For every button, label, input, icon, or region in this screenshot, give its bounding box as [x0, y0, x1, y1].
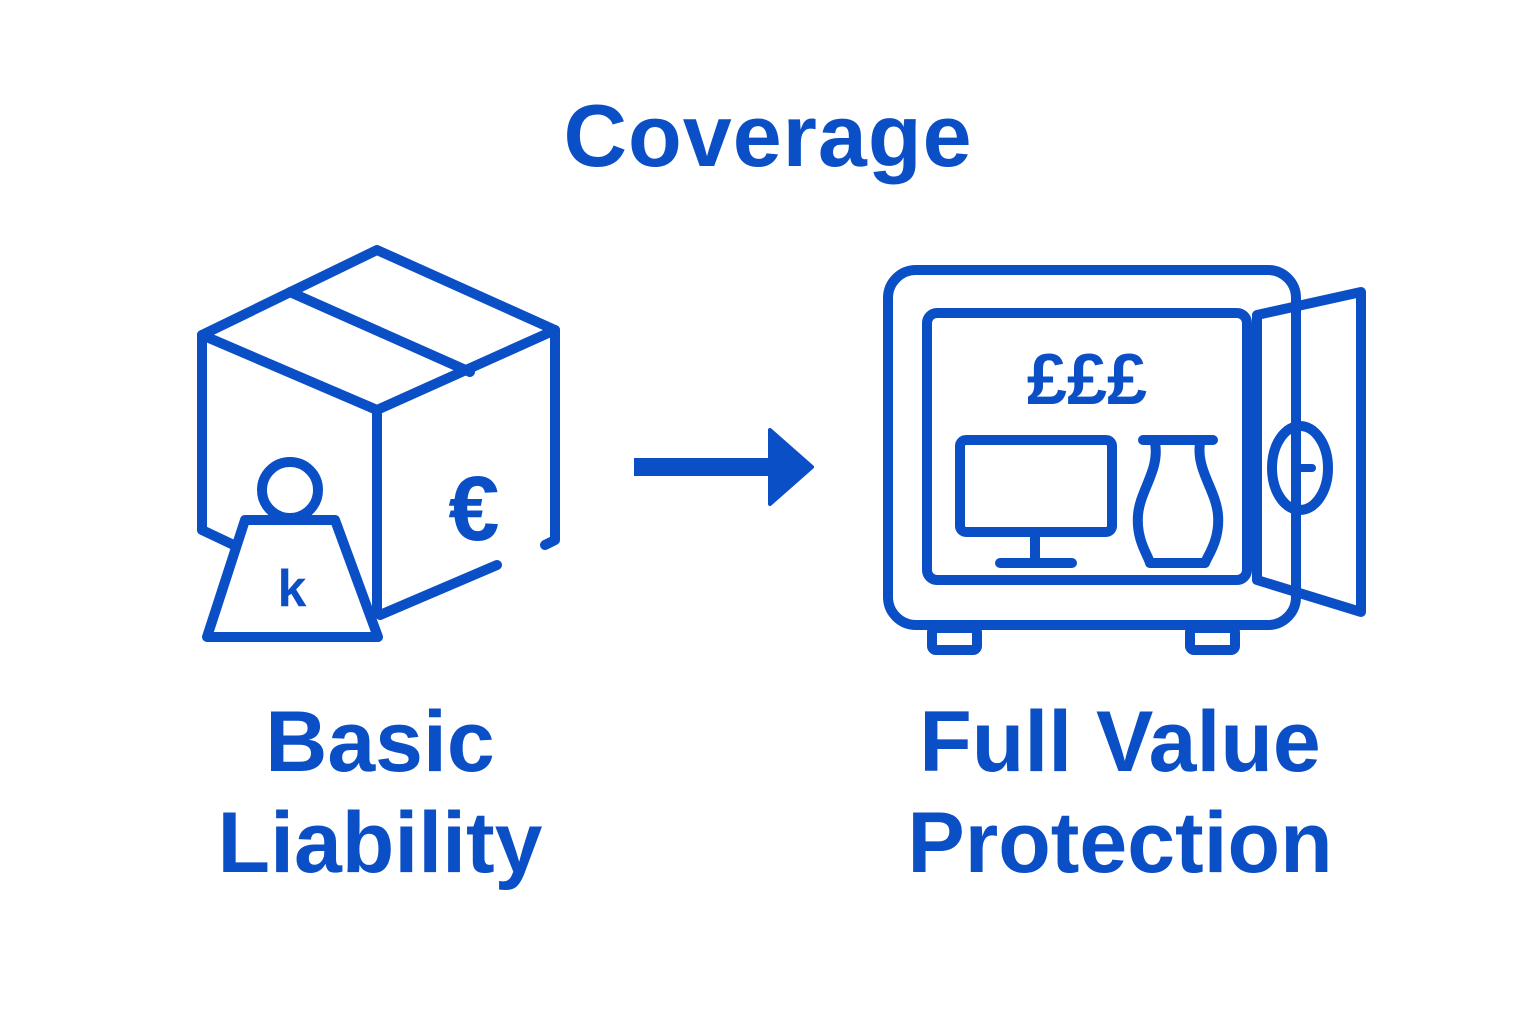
full-value-protection-line1: Full Value: [919, 694, 1321, 790]
pound-signs-icon: £££: [1027, 340, 1147, 420]
arrow-right-icon: [634, 428, 814, 506]
full-value-protection-label: Full Value Protection: [860, 692, 1380, 895]
basic-liability-line1: Basic: [265, 694, 495, 790]
basic-liability-line2: Liability: [217, 795, 543, 892]
weight-mark: k: [278, 560, 307, 618]
box-icon: [197, 245, 560, 620]
full-value-protection-line2: Protection: [907, 795, 1333, 892]
basic-liability-label: Basic Liability: [180, 692, 580, 895]
vase-icon: [1132, 435, 1224, 568]
monitor-icon: [955, 435, 1117, 568]
weight-icon: [202, 457, 383, 642]
safe-icon: [883, 265, 1366, 655]
diagram-title: Coverage: [563, 86, 973, 185]
euro-sign-icon: €: [448, 458, 499, 560]
